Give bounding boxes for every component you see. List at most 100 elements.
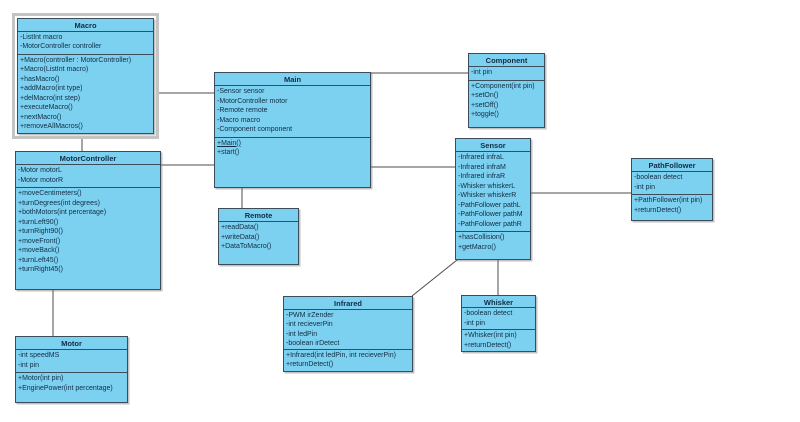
class-box-motor[interactable]: Motor -int speedMS-int pin +Motor(int pi… [15, 336, 128, 403]
class-member: +returnDetect() [634, 206, 682, 214]
class-member: -int pin [464, 319, 486, 327]
class-member: +returnDetect() [286, 361, 334, 369]
attributes-compartment: -boolean detect-int pin [462, 308, 535, 329]
attributes-compartment: -Sensor sensor -MotorController motor -Rem… [215, 86, 370, 137]
class-member: -int speedMS [18, 352, 60, 359]
class-title: Remote [219, 209, 298, 222]
class-member: +Infrared(int ledPin, int recieverPin) [286, 351, 396, 359]
class-member: -Infrared infraR [458, 173, 506, 180]
class-member: -PathFollower pathL [458, 201, 521, 209]
class-member: -Motor motorR [18, 176, 64, 184]
class-member: +nextMacro() [20, 113, 62, 121]
class-box-sensor[interactable]: Sensor -Infrared infraL-Infrared infraM-… [455, 138, 531, 260]
methods-compartment: +Whisker(int pin)+returnDetect() [462, 329, 535, 351]
class-member: -PathFollower pathM [458, 211, 523, 218]
class-box-pathfollower[interactable]: PathFollower -boolean detect -int pin +Pa… [631, 158, 713, 221]
class-member: -Motor motorL [18, 167, 62, 174]
class-member: +start() [217, 149, 240, 156]
selection-frame-macro [12, 13, 159, 139]
class-box-macro[interactable]: Macro -ListInt macro-MotorController con… [17, 18, 154, 134]
attributes-compartment: -int speedMS-int pin [16, 350, 127, 372]
class-member: +moveCentimeters() [18, 190, 82, 197]
class-member: +setOn() [471, 92, 499, 99]
methods-compartment: +readData()+writeData()+DataToMacro() [219, 222, 298, 264]
class-member: +returnDetect() [464, 341, 512, 349]
attributes-compartment: -ListInt macro-MotorController controlle… [18, 32, 153, 54]
class-box-infrared[interactable]: Infrared -PWM irZender -int recieverPin-i… [283, 296, 413, 372]
class-member: +addMacro(int type) [20, 85, 83, 93]
class-title: Component [469, 54, 544, 67]
class-title: Macro [18, 19, 153, 32]
class-member: -Component component [217, 126, 293, 133]
class-member: +hasCollision() [458, 234, 505, 241]
class-member: +removeAllMacros() [20, 123, 83, 131]
class-member: -Whisker whiskerR [458, 192, 517, 199]
methods-compartment: +hasCollision() +getMacro() [456, 231, 530, 259]
class-member: +readData() [221, 224, 259, 231]
class-member: -Infrared infraL [458, 154, 504, 161]
class-box-component[interactable]: Component -int pin +Component(int pin) +s… [468, 53, 545, 128]
class-member: -PWM irZender [286, 311, 334, 319]
attributes-compartment: -boolean detect -int pin [632, 172, 712, 194]
attributes-compartment: -PWM irZender -int recieverPin-int ledPin… [284, 310, 412, 349]
methods-compartment: +PathFollower(int pin) +returnDetect() [632, 194, 712, 220]
connector-sensor-infrared[interactable] [411, 259, 458, 297]
class-member: +turnRight90() [18, 228, 63, 235]
class-member: +Motor(int pin) [18, 375, 64, 382]
class-title: Infrared [284, 297, 412, 310]
class-title: PathFollower [632, 159, 712, 172]
class-member: -ListInt macro [20, 33, 63, 41]
class-title: Sensor [456, 139, 530, 152]
class-title: Main [215, 73, 370, 86]
class-member: +bothMotors(int percentage) [18, 209, 107, 216]
class-title: Whisker [462, 296, 535, 309]
class-member: -boolean detect [634, 174, 683, 181]
methods-compartment: +Main() +start() [215, 136, 370, 188]
class-box-motorcontroller[interactable]: MotorController -Motor motorL -Motor moto… [15, 151, 161, 290]
class-member: -int pin [634, 183, 656, 191]
class-member: -int pin [471, 69, 493, 76]
class-member: -Infrared infraM [458, 163, 506, 171]
class-member: +toggle() [471, 111, 499, 118]
class-member: -Remote remote [217, 107, 268, 114]
class-member: +DataToMacro() [221, 243, 272, 250]
class-title: MotorController [16, 152, 160, 165]
attributes-compartment: -Infrared infraL -Infrared infraM -Infrare… [456, 152, 530, 231]
class-member: -int ledPin [286, 330, 318, 338]
class-member: +setOff() [471, 101, 499, 109]
methods-compartment: +moveCentimeters() +turnDegrees(int degre… [16, 187, 160, 289]
class-member: +EnginePower(int percentage) [18, 384, 113, 392]
class-member: -Macro macro [217, 116, 261, 124]
class-box-remote[interactable]: Remote +readData()+writeData()+DataToMac… [218, 208, 299, 265]
class-member: +turnRight45() [18, 266, 63, 273]
class-member: +moveBack() [18, 247, 60, 254]
class-box-main[interactable]: Main -Sensor sensor -MotorController moto… [214, 72, 371, 188]
class-member: +Main() [217, 139, 241, 147]
class-member: -Sensor sensor [217, 88, 265, 95]
class-member: +Macro(controller : MotorController) [20, 56, 132, 64]
class-member: +getMacro() [458, 243, 496, 251]
class-member: -boolean detect [464, 310, 513, 318]
class-member: -boolean irDetect [286, 340, 340, 348]
methods-compartment: +Macro(controller : MotorController)+Mac… [18, 53, 153, 133]
class-member: +delMacro(int step) [20, 94, 81, 102]
class-member: -Whisker whiskerL [458, 182, 516, 190]
methods-compartment: +Component(int pin) +setOn() +setOff() +tog… [469, 79, 544, 128]
class-member: +turnLeft45() [18, 256, 59, 264]
class-box-whisker[interactable]: Whisker -boolean detect-int pin +Whisker… [461, 295, 536, 352]
class-member: +Component(int pin) [471, 82, 535, 90]
class-member: -int recieverPin [286, 321, 333, 329]
methods-compartment: +Infrared(int ledPin, int recieverPin) +r… [284, 348, 412, 371]
class-member: -PathFollower pathR [458, 220, 522, 228]
class-member: -MotorController motor [217, 97, 288, 105]
class-member: +PathFollower(int pin) [634, 197, 703, 204]
class-member: +moveFront() [18, 237, 61, 245]
attributes-compartment: -int pin [469, 67, 544, 80]
class-member: +executeMacro() [20, 104, 73, 112]
class-member: +turnDegrees(int degrees) [18, 199, 100, 207]
class-member: +hasMacro() [20, 75, 60, 83]
class-member: +turnLeft90() [18, 218, 59, 226]
class-title: Motor [16, 337, 127, 350]
